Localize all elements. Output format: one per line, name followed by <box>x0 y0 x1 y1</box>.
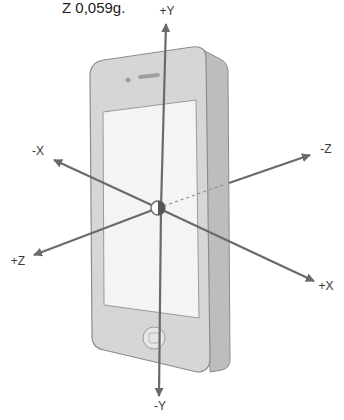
z-axis-negative <box>229 155 310 183</box>
phone-body <box>90 47 210 372</box>
x-axis-negative <box>54 160 158 208</box>
home-button <box>143 327 165 349</box>
z-axis-positive <box>34 208 158 255</box>
phone-camera <box>126 78 131 83</box>
readout-text: Z 0,059g. <box>62 0 125 17</box>
axis-label: +X <box>318 280 333 293</box>
y-axis-positive <box>161 24 166 208</box>
y-axis-negative <box>159 208 161 396</box>
z-axis-hidden <box>158 184 226 208</box>
axis-label: -X <box>32 145 44 158</box>
home-button-icon <box>149 333 159 343</box>
axis-label: -Y <box>154 400 166 413</box>
axis-label: +Z <box>11 255 25 268</box>
x-axis-positive <box>158 208 314 281</box>
phone-speaker <box>138 73 160 80</box>
origin-marker <box>151 201 165 215</box>
phone-screen <box>103 100 199 318</box>
origin-marker-half <box>158 201 165 215</box>
axis-label: +Y <box>159 5 174 18</box>
axis-label: -Z <box>320 143 331 156</box>
